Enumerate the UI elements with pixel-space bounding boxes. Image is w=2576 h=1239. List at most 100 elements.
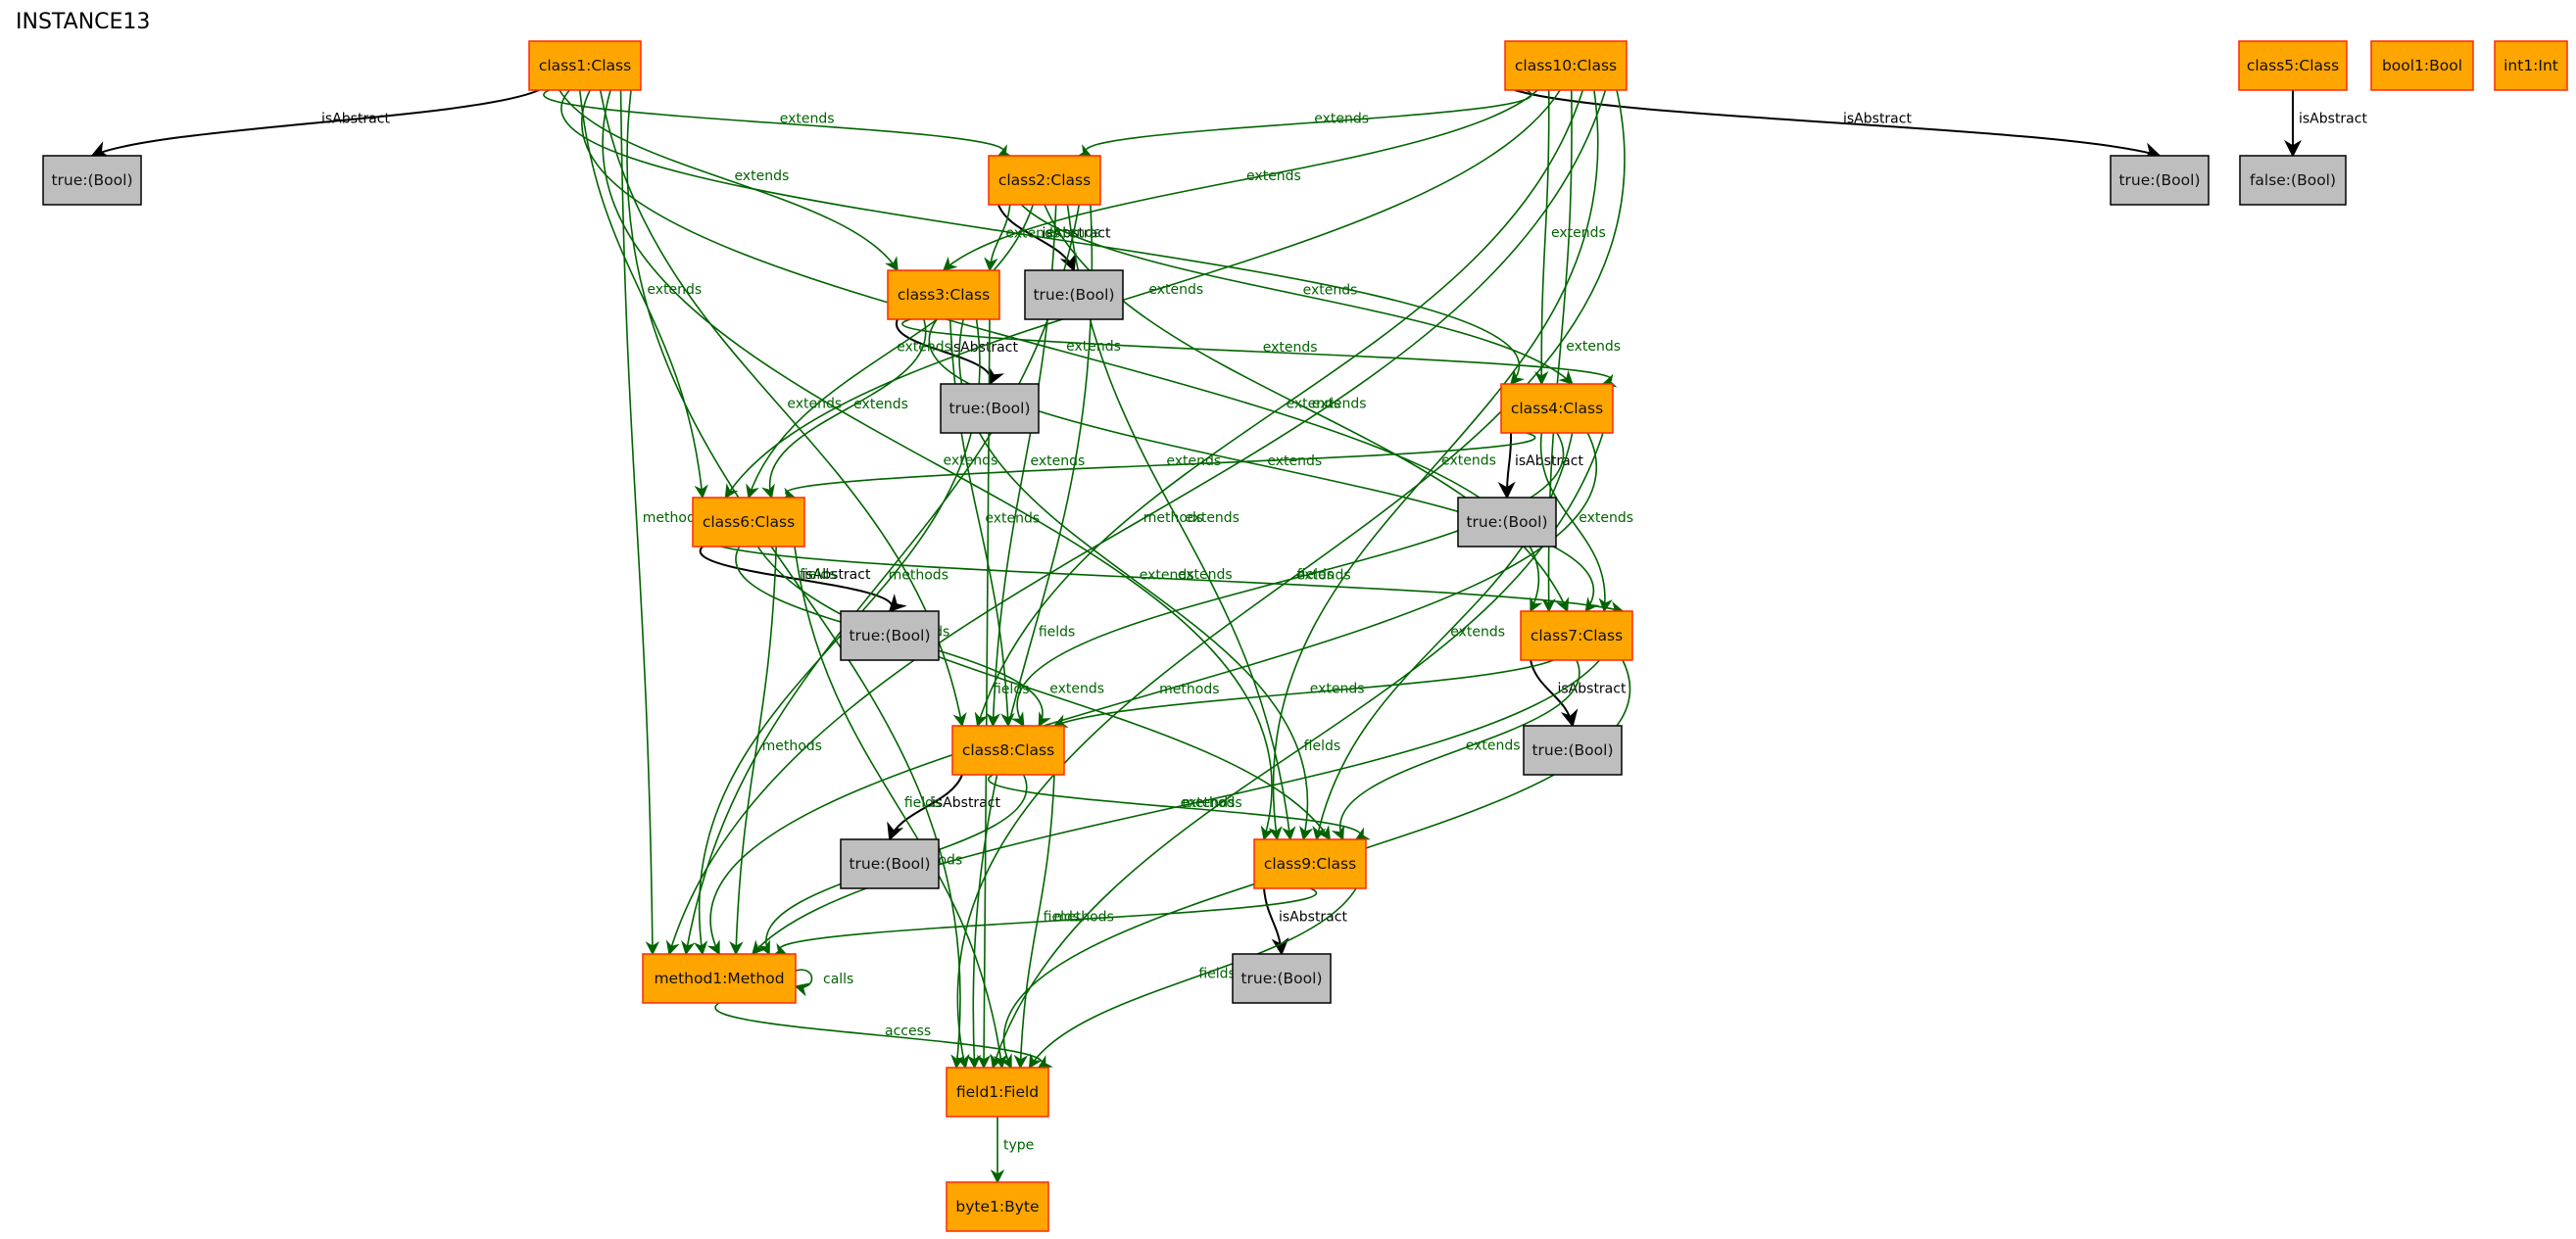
- edge-line: [1268, 89, 1599, 841]
- edge-line: [560, 89, 1525, 386]
- edge-label-extends: extends: [1005, 226, 1060, 242]
- node-class3[interactable]: class3:Class: [887, 269, 1000, 320]
- edge-class1-method1: methods: [619, 89, 703, 956]
- edge-class1-t_c1: isAbstract: [90, 89, 540, 158]
- edge-class1-field1: fields: [626, 89, 965, 1070]
- edge-class1-class2: extends: [543, 89, 1013, 158]
- edge-line: [976, 318, 992, 1070]
- edge-class9-method1: methods: [771, 887, 1317, 957]
- edge-label-methods: methods: [1054, 910, 1114, 926]
- node-label: true:(Bool): [948, 400, 1030, 417]
- node-class4[interactable]: class4:Class: [1500, 383, 1614, 434]
- edge-label-isabstract: isAbstract: [1515, 453, 1583, 469]
- edge-line: [1514, 89, 2162, 160]
- edge-line: [714, 1002, 1053, 1069]
- edge-label-access: access: [885, 1024, 931, 1039]
- node-label: true:(Bool): [1466, 513, 1547, 531]
- edge-label-fields: fields: [1304, 739, 1341, 754]
- node-t_c6[interactable]: true:(Bool): [840, 610, 940, 661]
- node-class7[interactable]: class7:Class: [1520, 610, 1633, 661]
- node-t_c4[interactable]: true:(Bool): [1457, 497, 1557, 548]
- node-class9[interactable]: class9:Class: [1253, 838, 1367, 889]
- edge-label-fields: fields: [1039, 625, 1076, 641]
- edge-label-extends: extends: [787, 397, 842, 412]
- edge-class4-method1: methods: [706, 432, 1598, 956]
- node-byte1[interactable]: byte1:Byte: [946, 1181, 1049, 1232]
- node-label: true:(Bool): [849, 855, 930, 873]
- node-box: [1520, 610, 1633, 661]
- edge-label-methods: methods: [643, 510, 703, 526]
- node-box: [1232, 953, 1332, 1004]
- edge-line: [1263, 887, 1289, 956]
- node-t_c8[interactable]: true:(Bool): [840, 838, 940, 889]
- edge-line: [997, 204, 1077, 272]
- edge-label-extends: extends: [1166, 453, 1221, 469]
- node-class5[interactable]: class5:Class: [2238, 40, 2348, 91]
- node-class2[interactable]: class2:Class: [988, 155, 1101, 206]
- node-box: [946, 1067, 1049, 1118]
- node-label: class6:Class: [703, 513, 795, 531]
- edge-line: [928, 318, 1599, 613]
- edge-label-extends: extends: [1314, 112, 1369, 127]
- node-t_c7[interactable]: true:(Bool): [1523, 725, 1623, 776]
- node-layer: class1:Class class10:Class class5:Class boo…: [42, 40, 2568, 1232]
- node-class1[interactable]: class1:Class: [528, 40, 642, 91]
- edge-label-isabstract: isAbstract: [321, 112, 390, 127]
- node-method1[interactable]: method1:Method: [642, 953, 797, 1004]
- edge-label-extends: extends: [1466, 739, 1521, 754]
- edge-line: [90, 89, 540, 158]
- node-t_c3[interactable]: true:(Bool): [940, 383, 1040, 434]
- node-label: true:(Bool): [849, 627, 930, 644]
- node-box: [2370, 40, 2474, 91]
- edge-class6-method1: methods: [729, 546, 822, 956]
- node-label: class10:Class: [1515, 57, 1617, 74]
- edge-label-isabstract: isAbstract: [1843, 112, 1912, 127]
- node-t_c2[interactable]: true:(Bool): [1024, 269, 1124, 320]
- node-box: [42, 155, 142, 206]
- node-class8[interactable]: class8:Class: [951, 725, 1065, 776]
- node-t_c10[interactable]: true:(Bool): [2110, 155, 2210, 206]
- edge-class4-class8: extends: [1010, 432, 1565, 728]
- node-class10[interactable]: class10:Class: [1504, 40, 1628, 91]
- edge-class6-t_c6: isAbstract: [699, 546, 907, 613]
- edge-label-methods: methods: [1143, 510, 1203, 526]
- node-t_c1[interactable]: true:(Bool): [42, 155, 142, 206]
- edge-class6-class7: extends: [720, 546, 1625, 615]
- node-label: class9:Class: [1264, 855, 1356, 873]
- node-label: method1:Method: [654, 970, 784, 987]
- edge-label-extends: extends: [1178, 567, 1233, 583]
- edge-label-extends: extends: [1148, 282, 1203, 298]
- edge-label-extends: extends: [1303, 283, 1358, 299]
- edge-label-extends: extends: [1296, 568, 1351, 584]
- node-box: [528, 40, 642, 91]
- edge-class6-class9: extends: [756, 546, 1331, 841]
- edge-line: [794, 546, 1008, 1070]
- node-field1[interactable]: field1:Field: [946, 1067, 1049, 1118]
- edge-label-extends: extends: [1287, 397, 1341, 412]
- edge-class7-class9: extends: [1331, 659, 1580, 841]
- node-bool1[interactable]: bool1:Bool: [2370, 40, 2474, 91]
- edge-line: [1076, 89, 1532, 158]
- node-box: [946, 1181, 1049, 1232]
- node-box: [2239, 155, 2347, 206]
- edge-label-fields: fields: [1198, 967, 1236, 982]
- edge-label-extends: extends: [1181, 795, 1236, 811]
- edge-class2-class3: extends: [984, 204, 1060, 272]
- node-int1[interactable]: int1:Int: [2494, 40, 2568, 91]
- edge-class10-class4: extends: [1534, 89, 1606, 386]
- node-box: [1253, 838, 1367, 889]
- edge-class4-class7: extends: [1539, 432, 1633, 613]
- edge-line: [1028, 887, 1357, 1070]
- edge-line: [1010, 432, 1565, 728]
- edge-line: [720, 546, 1625, 615]
- edge-class2-class7: extends: [1044, 204, 1570, 613]
- diagram-title: INSTANCE13: [16, 10, 151, 34]
- node-label: true:(Bool): [1033, 286, 1114, 304]
- node-f_c5[interactable]: false:(Bool): [2239, 155, 2347, 206]
- edge-line: [706, 432, 1598, 956]
- edge-line: [626, 89, 965, 1070]
- edge-line: [619, 89, 660, 956]
- node-t_c9[interactable]: true:(Bool): [1232, 953, 1332, 1004]
- node-class6[interactable]: class6:Class: [692, 497, 805, 548]
